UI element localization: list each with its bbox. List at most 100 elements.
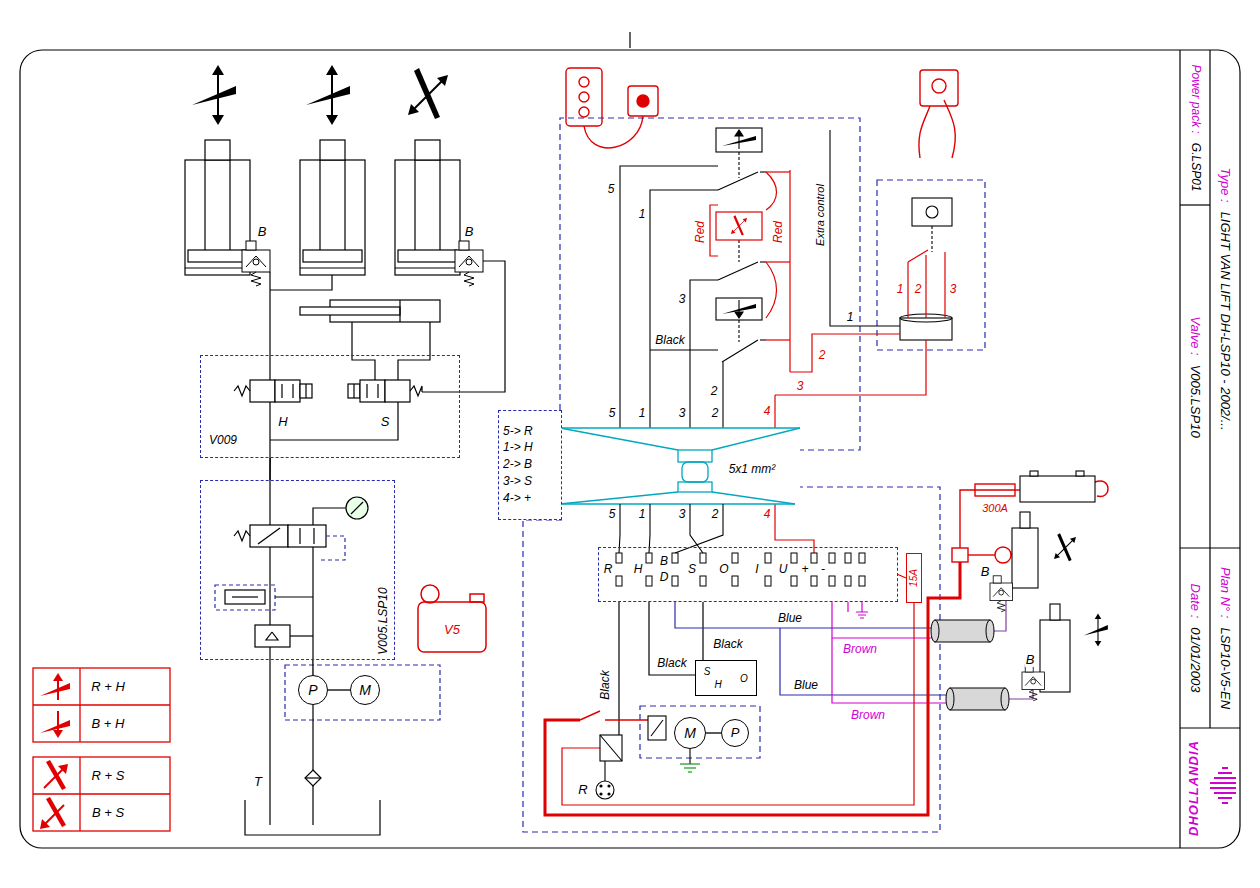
wire-label: B (464, 225, 475, 239)
node-text: M (359, 682, 371, 698)
wire-label: B (1025, 653, 1036, 667)
motor-symbol: M (350, 675, 380, 705)
cell-value: LSP10-V5-EN (1218, 627, 1233, 709)
title-cell: Type : LIGHT VAN LIFT DH-LSP10 - 2002/... (1210, 50, 1240, 548)
cell-label: Date : (1188, 584, 1203, 619)
drive-shaft (706, 732, 721, 733)
wire-label: Blue (793, 679, 819, 692)
node-text: V005.LSP10 (377, 587, 391, 654)
rotated-text-row: Valve : V005.LSP10 (1188, 316, 1203, 437)
wire-label: 1 (638, 508, 647, 521)
cell-label: 15A (908, 569, 920, 587)
node-text: M (684, 725, 696, 741)
wire-label: 5 (607, 183, 616, 196)
wire-label: 1 (846, 311, 855, 324)
logo-wordmark: DHOLLANDIA (1180, 728, 1208, 848)
wire-label: T (253, 775, 263, 789)
wire-label: Black (599, 669, 612, 700)
rotated-text-row: Date : 01/01/2003 (1188, 584, 1203, 693)
wire-label: 1 (638, 208, 647, 221)
cell-label: Type : (1218, 167, 1233, 202)
legend-text: B + S (91, 806, 125, 820)
node-text: P (731, 726, 740, 741)
terminal-strip: RHBDSOIU+- (598, 547, 898, 602)
drive-shaft (328, 689, 350, 690)
wire-label: 4 (763, 508, 772, 521)
rotated-text-row: Plan N° : LSP10-V5-EN (1218, 567, 1233, 709)
fuse: 15A (906, 553, 922, 603)
node-text: S (688, 563, 696, 577)
pump-symbol: P (721, 719, 749, 747)
wire-map-box: 5-> R1-> H2-> B3-> S4-> + (498, 410, 562, 520)
node-text: + (801, 563, 808, 577)
power-pack-block: V005.LSP10 (200, 480, 395, 660)
wire-label: 2 (711, 407, 720, 420)
rotated-text-row: 15A (908, 569, 920, 587)
wire-label: B (257, 225, 268, 239)
cell-value: 01/01/2003 (1188, 627, 1203, 692)
wire-label: 5 (608, 508, 617, 521)
wire-label: R (577, 783, 588, 797)
wire-label: H (277, 415, 288, 429)
wire-label: 2 (914, 283, 923, 296)
node-text: V009 (209, 434, 237, 448)
legend-text: R + S (91, 769, 126, 783)
wire-label: V5 (443, 623, 461, 637)
node-text: 2-> B (503, 458, 532, 472)
legend-text: R + H (90, 680, 126, 694)
cell-value: LIGHT VAN LIFT DH-LSP10 - 2002/... (1218, 212, 1233, 431)
cell-value: G.LSP01 (1188, 142, 1202, 191)
node-text: S (704, 666, 711, 678)
node-text: 300A (982, 502, 1008, 515)
node-text: P (308, 682, 317, 698)
node-text: I (755, 563, 758, 577)
wire-label: Brown (850, 709, 886, 722)
wire-label: Black (656, 657, 687, 670)
cell-label: Power pack : (1188, 64, 1202, 133)
wire-label: Blue (777, 612, 803, 625)
wire-label: S (380, 415, 391, 429)
node-text: O (740, 673, 748, 685)
wire-label: 3 (796, 380, 805, 393)
rotated-text-row: Power pack : G.LSP01 (1188, 64, 1202, 191)
node-text: O (719, 563, 728, 577)
cell-label: Plan N° : (1218, 567, 1233, 618)
wire-label: Black (654, 334, 685, 347)
wire-label: 5x1 mm² (728, 463, 777, 476)
wire-label: B (980, 565, 991, 579)
node-text: U (779, 563, 788, 577)
wire-label: 2 (710, 385, 719, 398)
title-cell: Valve : V005.LSP10 (1180, 205, 1210, 548)
title-cell: Date : 01/01/2003 (1180, 548, 1210, 728)
legend-text: B + H (91, 717, 126, 731)
wire-label: 2 (711, 508, 720, 521)
node-text: R (604, 563, 613, 577)
hydraulic-line (269, 458, 271, 480)
valve-block: V009 (200, 355, 460, 458)
wire-label: 3 (949, 283, 958, 296)
motor-symbol: M (674, 717, 706, 749)
wire-label: 5 (608, 407, 617, 420)
rotated-text-row: DHOLLANDIA (1187, 740, 1202, 836)
wire-label: 2 (818, 349, 827, 362)
node-text: 5-> R (503, 425, 533, 439)
wire-label: Black (712, 638, 743, 651)
cell-label: Valve : (1188, 316, 1203, 355)
pump-symbol: P (298, 675, 328, 705)
wire-label: 1 (638, 407, 647, 420)
title-cell: Plan N° : LSP10-V5-EN (1210, 548, 1240, 728)
node-text: B (660, 555, 668, 569)
wire-label: 4 (763, 405, 772, 418)
hydraulic-line (312, 660, 313, 675)
rotated-text-row: Type : LIGHT VAN LIFT DH-LSP10 - 2002/... (1218, 167, 1233, 430)
node-text: - (821, 563, 825, 577)
main-fuse: 300A (970, 482, 1020, 516)
wire-label: 3 (678, 407, 687, 420)
wire-label: Red (694, 220, 707, 244)
node-text: D (660, 571, 669, 585)
node-text: 4-> + (503, 492, 531, 506)
cell-value: V005.LSP10 (1188, 364, 1203, 437)
wire-label: Extra control (814, 183, 826, 247)
